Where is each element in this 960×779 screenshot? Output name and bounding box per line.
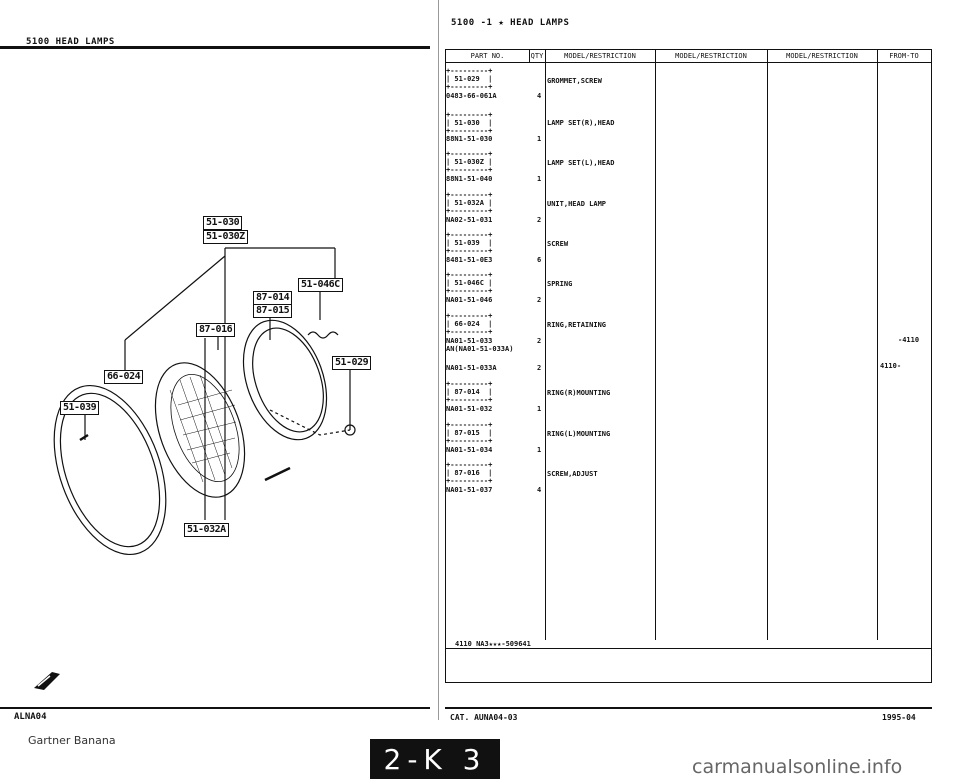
row-alt-part: AN(NA01-51-033A) (446, 345, 514, 353)
row-desc: GROMMET,SCREW (547, 77, 602, 85)
row-part-no: 0483-66-061A (446, 92, 497, 100)
row-from-to: 4110- (880, 362, 902, 370)
row-ref: | 66-024 | (446, 320, 493, 328)
row-ref: | 87-015 | (446, 429, 493, 437)
row-qty: 1 (537, 135, 542, 143)
row-part-no: NA02-51-031 (446, 216, 493, 224)
parts-table: PART NO. QTY MODEL/RESTRICTION MODEL/RES… (445, 49, 932, 683)
row-ref: | 51-030Z | (446, 158, 493, 166)
row-part-no: NA01-51-033A (446, 364, 497, 372)
row-desc: RING(R)MOUNTING (547, 389, 611, 397)
row-part-no: NA01-51-034 (446, 446, 493, 454)
row-desc: RING,RETAINING (547, 321, 607, 329)
header-part-no: PART NO. (446, 50, 529, 63)
row-qty: 2 (537, 364, 542, 372)
row-qty: 4 (537, 486, 542, 494)
callout-87-015: 87-015 (253, 304, 293, 318)
callout-51-039: 51-039 (60, 401, 100, 415)
row-ref: | 87-014 | (446, 388, 493, 396)
callout-87-016: 87-016 (196, 323, 236, 337)
row-part-no: NA01-51-033 (446, 337, 493, 345)
row-from-to: -4110 (898, 336, 920, 344)
row-part-no: 8481-51-0E3 (446, 256, 493, 264)
header-model-1: MODEL/RESTRICTION (545, 50, 655, 63)
row-qty: 1 (537, 405, 542, 413)
row-part-no: NA01-51-037 (446, 486, 493, 494)
row-ref: | 87-016 | (446, 469, 493, 477)
row-qty: 6 (537, 256, 542, 264)
row-ref: | 51-046C | (446, 279, 493, 287)
row-part-no: 88N1-51-030 (446, 135, 493, 143)
page-gutter (438, 0, 439, 720)
watermark: carmanualsonline.info (692, 756, 903, 778)
catalog-code-right: CAT. AUNA04-03 (450, 713, 518, 722)
row-ref: | 51-032A | (446, 199, 493, 207)
row-ref: | 51-030 | (446, 119, 493, 127)
callout-51-046c: 51-046C (298, 278, 343, 292)
page-number-badge: 2-K 3 (370, 739, 500, 779)
callout-51-032a: 51-032A (184, 523, 229, 537)
callout-87-014: 87-014 (253, 291, 293, 305)
header-rule (0, 46, 430, 49)
header-from-to: FROM-TO (877, 50, 931, 63)
row-ref: | 51-029 | (446, 75, 493, 83)
header-model-2: MODEL/RESTRICTION (655, 50, 767, 63)
row-desc: SCREW (547, 240, 569, 248)
callout-51-030: 51-030 (203, 216, 243, 230)
catalog-code-left: ALNA04 (14, 712, 47, 722)
table-footer-rule (445, 648, 932, 649)
section-heading: 5100 HEAD LAMPS (26, 37, 115, 47)
row-qty: 2 (537, 296, 542, 304)
header-qty: QTY (529, 50, 545, 63)
footer-rule-left (0, 707, 430, 709)
row-ref: +---------+ (446, 83, 493, 91)
callout-51-029: 51-029 (332, 356, 372, 370)
row-part-no: 88N1-51-040 (446, 175, 493, 183)
row-qty: 2 (537, 216, 542, 224)
row-ref: | 51-039 | (446, 239, 493, 247)
row-desc: LAMP SET(L),HEAD (547, 159, 615, 167)
row-desc: SPRING (547, 280, 573, 288)
row-part-no: NA01-51-032 (446, 405, 493, 413)
row-desc: LAMP SET(R),HEAD (547, 119, 615, 127)
exploded-diagram (53, 247, 356, 556)
row-part-no: NA01-51-046 (446, 296, 493, 304)
row-desc: SCREW,ADJUST (547, 470, 598, 478)
row-qty: 1 (537, 175, 542, 183)
row-qty: 1 (537, 446, 542, 454)
row-ref: +---------+ (446, 67, 493, 75)
page-title: 5100 -1 ★ HEAD LAMPS (451, 18, 570, 28)
header-model-3: MODEL/RESTRICTION (767, 50, 877, 63)
footer-rule-right (445, 707, 932, 709)
row-qty: 4 (537, 92, 542, 100)
row-desc: UNIT,HEAD LAMP (547, 200, 607, 208)
callout-51-030z: 51-030Z (203, 230, 248, 244)
scan-credit: Gartner Banana (28, 734, 116, 747)
callout-66-024: 66-024 (104, 370, 144, 384)
front-arrow-icon (34, 672, 60, 690)
issue-date: 1995-04 (882, 713, 916, 722)
row-desc: RING(L)MOUNTING (547, 430, 611, 438)
table-footer-note: 4110 NA3★★★-509641 (455, 640, 531, 648)
row-qty: 2 (537, 337, 542, 345)
